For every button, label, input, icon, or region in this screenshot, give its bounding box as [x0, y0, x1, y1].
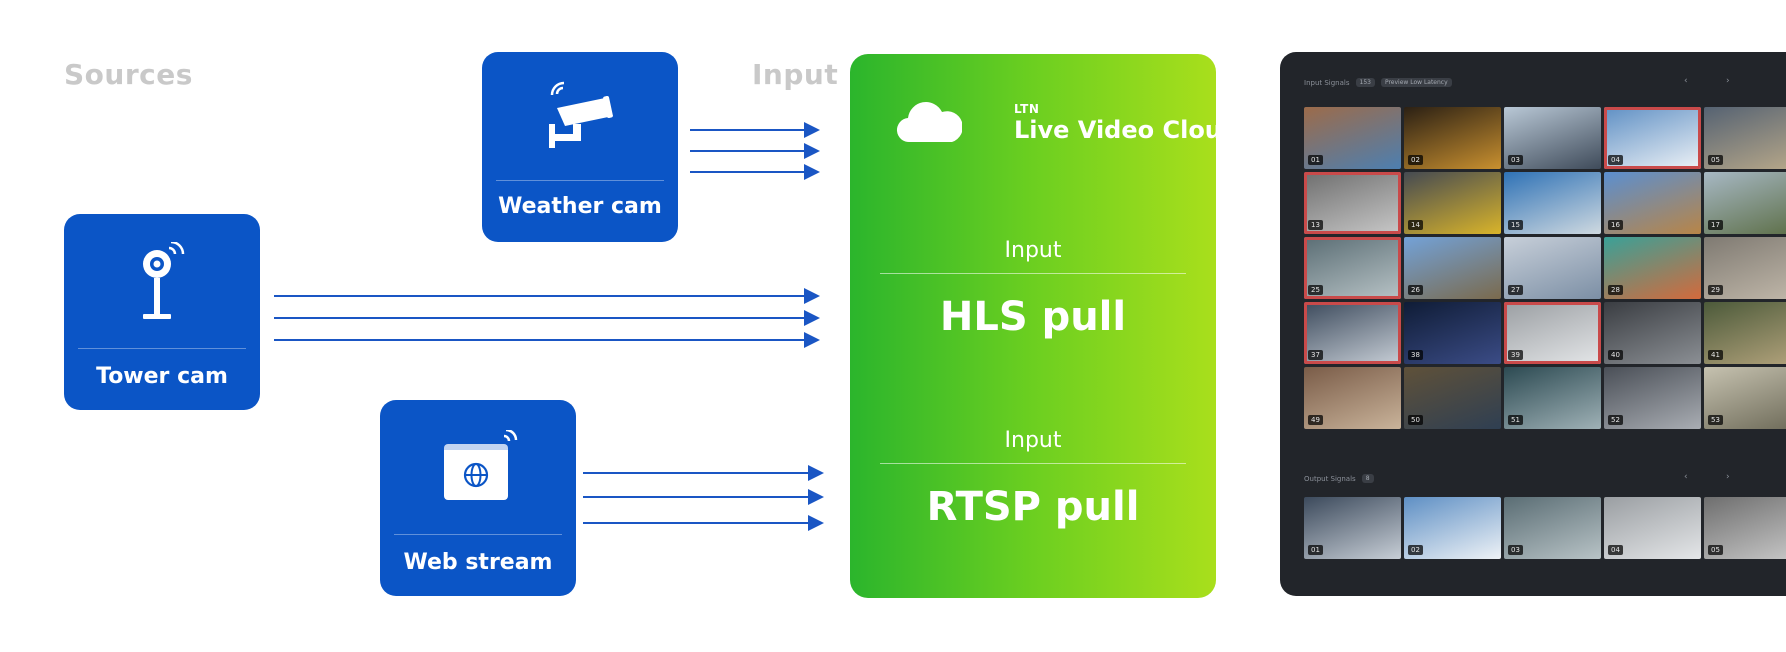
input-signals-header: Input Signals 153 Preview Low Latency — [1304, 78, 1452, 87]
input-thumbnail[interactable]: 29 — [1704, 237, 1786, 299]
output-signals-label: Output Signals — [1304, 474, 1356, 483]
thumbnail-number: 15 — [1508, 220, 1523, 230]
tower-camera-icon — [64, 242, 260, 322]
input-thumbnail[interactable]: 14 — [1404, 172, 1501, 234]
preview-mode-badge[interactable]: Preview Low Latency — [1380, 78, 1452, 87]
input-thumbnail[interactable]: 15 — [1504, 172, 1601, 234]
output-signals-header: Output Signals 8 — [1304, 474, 1374, 483]
input-thumbnail[interactable]: 05 — [1704, 107, 1786, 169]
input-thumbnail[interactable]: 40 — [1604, 302, 1701, 364]
thumbnail-number: 26 — [1408, 285, 1423, 295]
input-thumbnail[interactable]: 26 — [1404, 237, 1501, 299]
input-thumbnail[interactable]: 28 — [1604, 237, 1701, 299]
brand-name-text: Live Video Cloud — [1014, 116, 1240, 144]
input-thumbnail[interactable]: 27 — [1504, 237, 1601, 299]
signals-dashboard: Input Signals 153 Preview Low Latency ‹ … — [1280, 52, 1786, 596]
input-thumbnail[interactable]: 51 — [1504, 367, 1601, 429]
web-stream-box[interactable]: Web stream — [380, 400, 576, 596]
output-thumbnail[interactable]: 04 — [1604, 497, 1701, 559]
web-stream-label: Web stream — [403, 550, 553, 575]
thumbnail-number: 28 — [1608, 285, 1623, 295]
thumbnail-number: 01 — [1308, 155, 1323, 165]
input-thumbnail[interactable]: 01 — [1304, 107, 1401, 169]
input-thumbnail[interactable]: 17 — [1704, 172, 1786, 234]
brand-ltn-text: LTN — [1014, 102, 1040, 116]
input-thumbnail[interactable]: 52 — [1604, 367, 1701, 429]
thumbnail-number: 16 — [1608, 220, 1623, 230]
input-hls-block: Input HLS pull — [880, 238, 1186, 340]
input-prev-page-button[interactable]: ‹ — [1684, 76, 1688, 86]
input-thumbnail[interactable]: 16 — [1604, 172, 1701, 234]
input-thumbnail[interactable]: 39 — [1504, 302, 1601, 364]
input-thumbnail[interactable]: 41 — [1704, 302, 1786, 364]
input-rtsp-title: Input — [1004, 428, 1062, 453]
thumbnail-number: 14 — [1408, 220, 1423, 230]
input-label: Input — [752, 58, 839, 91]
thumbnail-number: 25 — [1308, 285, 1323, 295]
input-rtsp-protocol: RTSP pull — [926, 484, 1140, 530]
input-next-page-button[interactable]: › — [1726, 76, 1730, 86]
thumbnail-number: 51 — [1508, 415, 1523, 425]
thumbnail-number: 02 — [1408, 155, 1423, 165]
tower-cam-divider — [78, 348, 246, 349]
thumbnail-number: 29 — [1708, 285, 1723, 295]
thumbnail-number: 49 — [1308, 415, 1323, 425]
ltn-brand-logo: LTN Live Video Cloud — [896, 100, 1239, 150]
thumbnail-number: 50 — [1408, 415, 1423, 425]
thumbnail-number: 05 — [1708, 155, 1723, 165]
weather-cam-divider — [496, 180, 664, 181]
thumbnail-number: 41 — [1708, 350, 1723, 360]
output-thumbnail[interactable]: 03 — [1504, 497, 1601, 559]
input-hls-protocol: HLS pull — [939, 294, 1127, 340]
tower-cam-box[interactable]: Tower cam — [64, 214, 260, 410]
input-signals-count: 153 — [1355, 78, 1375, 87]
input-rtsp-divider — [880, 463, 1186, 464]
thumbnail-number: 03 — [1508, 155, 1523, 165]
input-thumbnail[interactable]: 03 — [1504, 107, 1601, 169]
input-thumbnail[interactable]: 53 — [1704, 367, 1786, 429]
tower-cam-label: Tower cam — [96, 364, 228, 389]
thumbnail-number: 40 — [1608, 350, 1623, 360]
live-video-cloud-panel: LTN Live Video Cloud Input HLS pull Inpu… — [850, 54, 1239, 598]
output-next-page-button[interactable]: › — [1726, 472, 1730, 482]
sources-label: Sources — [64, 58, 193, 91]
thumbnail-number: 39 — [1508, 350, 1523, 360]
input-hls-divider — [880, 273, 1186, 274]
input-thumbnail[interactable]: 37 — [1304, 302, 1401, 364]
input-thumbnail[interactable]: 04 — [1604, 107, 1701, 169]
output-prev-page-button[interactable]: ‹ — [1684, 472, 1688, 482]
input-thumbnail[interactable]: 02 — [1404, 107, 1501, 169]
thumbnail-number: 38 — [1408, 350, 1423, 360]
web-stream-icon — [380, 430, 576, 502]
security-camera-icon — [482, 80, 678, 150]
input-signals-label: Input Signals — [1304, 78, 1350, 87]
input-thumbnail[interactable]: 13 — [1304, 172, 1401, 234]
output-thumbnail[interactable]: 05 — [1704, 497, 1786, 559]
web-stream-divider — [394, 534, 562, 535]
thumbnail-number: 02 — [1408, 545, 1423, 555]
thumbnail-number: 37 — [1308, 350, 1323, 360]
thumbnail-number: 04 — [1608, 545, 1623, 555]
input-thumbnail[interactable]: 50 — [1404, 367, 1501, 429]
output-signals-count: 8 — [1361, 474, 1374, 483]
thumbnail-number: 27 — [1508, 285, 1523, 295]
thumbnail-number: 17 — [1708, 220, 1723, 230]
thumbnail-number: 04 — [1608, 155, 1623, 165]
thumbnail-number: 52 — [1608, 415, 1623, 425]
input-hls-title: Input — [1004, 238, 1062, 263]
thumbnail-number: 03 — [1508, 545, 1523, 555]
input-thumbnail[interactable]: 38 — [1404, 302, 1501, 364]
thumbnail-number: 05 — [1708, 545, 1723, 555]
thumbnail-number: 53 — [1708, 415, 1723, 425]
output-thumbnail[interactable]: 01 — [1304, 497, 1401, 559]
thumbnail-number: 13 — [1308, 220, 1323, 230]
input-thumbnail[interactable]: 25 — [1304, 237, 1401, 299]
thumbnail-number: 01 — [1308, 545, 1323, 555]
weather-cam-box[interactable]: Weather cam — [482, 52, 678, 242]
weather-cam-label: Weather cam — [498, 194, 662, 219]
output-thumbnail[interactable]: 02 — [1404, 497, 1501, 559]
input-thumbnail[interactable]: 49 — [1304, 367, 1401, 429]
cloud-icon — [897, 102, 962, 143]
input-rtsp-block: Input RTSP pull — [880, 428, 1186, 530]
